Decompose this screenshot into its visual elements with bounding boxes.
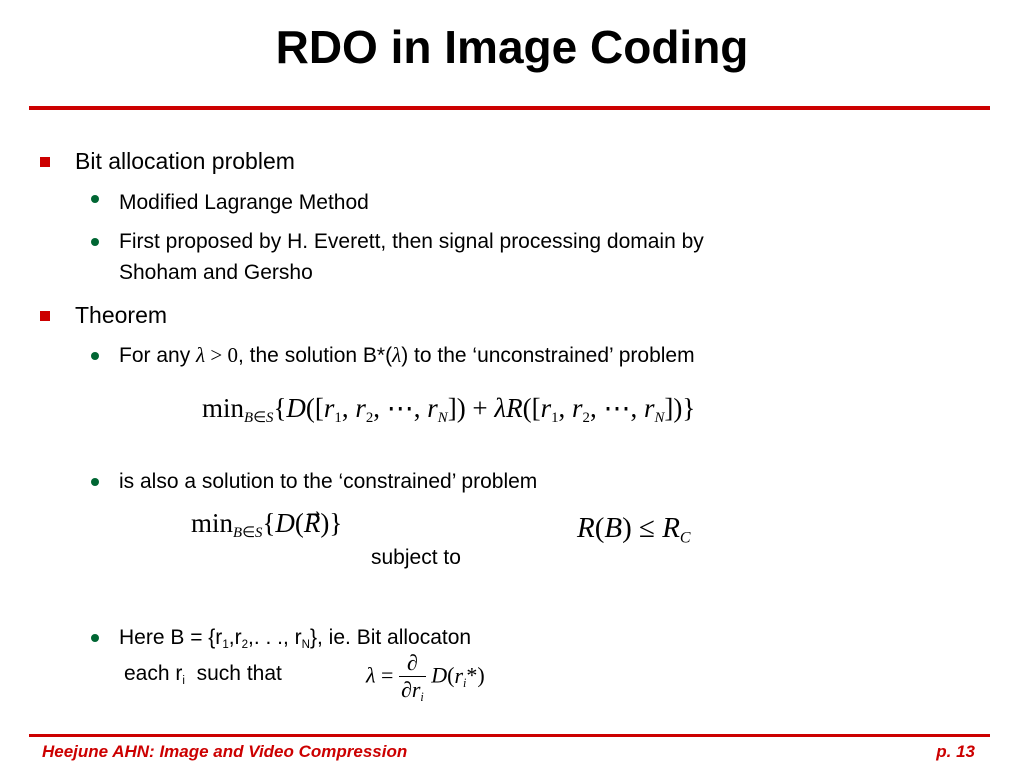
lambda-derivative-equation: λ = ∂∂ri D(ri*) — [366, 650, 485, 705]
round-bullet-icon — [91, 478, 99, 486]
title-divider — [29, 106, 990, 110]
round-bullet-icon — [91, 238, 99, 246]
square-bullet-icon — [40, 311, 50, 321]
round-bullet-icon — [91, 352, 99, 360]
section-label: Theorem — [75, 302, 168, 328]
round-bullet-icon — [91, 634, 99, 642]
constraint-equation: R(B) ≤ RC — [577, 512, 691, 547]
item-text-line1: First proposed by H. Everett, then signa… — [119, 230, 704, 253]
item-text-line2: Shoham and Gersho — [119, 261, 313, 284]
item-text: is also a solution to the ‘constrained’ … — [119, 470, 538, 493]
item-text: Here B = {r1,r2,. . ., rN}, ie. Bit allo… — [119, 626, 472, 652]
item-text: For any λ > 0, the solution B*(λ) to the… — [119, 343, 695, 367]
section-label: Bit allocation problem — [75, 148, 295, 174]
each-ri-label: each ri such that — [124, 662, 282, 688]
slide-title: RDO in Image Coding — [275, 21, 749, 73]
footer-page-number: p. 13 — [936, 742, 975, 761]
item-text: Modified Lagrange Method — [119, 191, 369, 214]
unconstrained-equation: minB∈S{D([r1, r2, ⋯, rN]) + λR([r1, r2, … — [202, 393, 696, 427]
constrained-objective: minB∈S{D(R⃗)} — [191, 508, 343, 542]
footer-divider — [29, 734, 990, 737]
round-bullet-icon — [91, 195, 99, 203]
subject-to-label: subject to — [371, 546, 461, 569]
square-bullet-icon — [40, 157, 50, 167]
footer-course-title: Heejune AHN: Image and Video Compression — [42, 742, 408, 761]
